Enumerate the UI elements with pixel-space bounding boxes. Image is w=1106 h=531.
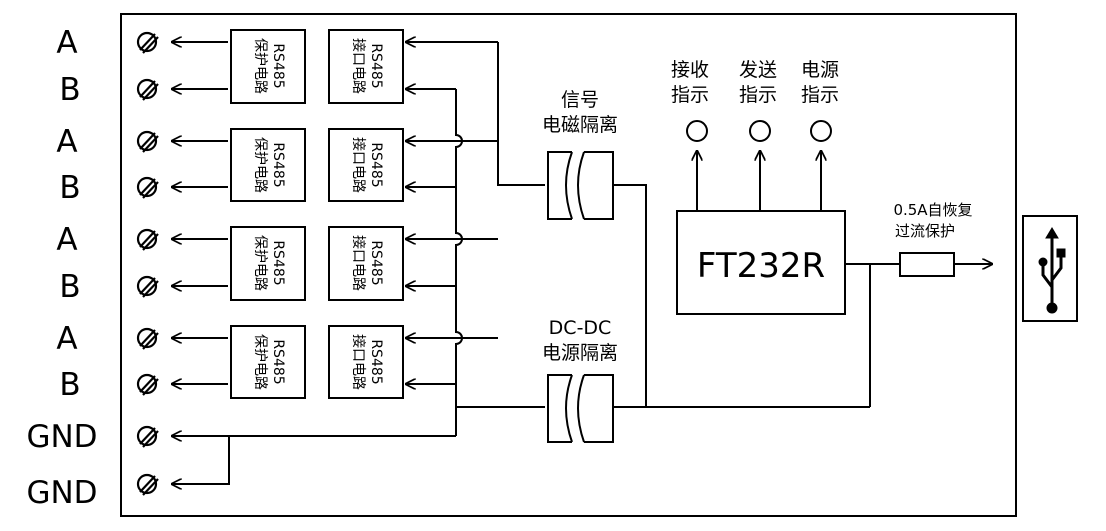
ft232r-chip [676,210,846,315]
interface-label-line1: RS485 [368,43,384,88]
enclosure-frame [120,13,1017,517]
interface-block-texts: RS485 接口电路 RS485 接口电路 RS485 接口电路 RS485 接… [350,38,384,390]
screw-terminal-icon [136,228,159,251]
right-side-wiring [613,184,992,408]
indicator-rx-label-line2: 指示 [671,84,709,106]
indicator-led-icon [749,120,771,142]
screw-terminal-icon [136,130,159,153]
terminal-label-a3: A [56,222,77,258]
protection-label-line1: RS485 [270,43,286,88]
signal-bus-wiring [406,42,545,436]
indicator-led-icon [686,120,708,142]
interface-label-line1: RS485 [368,240,384,285]
protection-label-line1: RS485 [270,240,286,285]
screw-terminal-icon [136,327,159,350]
indicator-power-label-line2: 指示 [801,84,839,106]
fuse-label-line2: 过流保护 [895,222,955,240]
terminal-label-a4: A [56,321,77,357]
power-isolation-label-line2: 电源隔离 [542,342,618,364]
power-isolation-symbol [547,374,614,443]
screw-terminal-icon [136,275,159,298]
interface-label-line2: 接口电路 [350,334,367,390]
protection-block [230,29,306,104]
protection-label-line2: 保护电路 [252,137,268,193]
protection-block [230,128,306,202]
interface-block [328,226,404,301]
protection-label-line1: RS485 [270,339,286,384]
protection-label-line1: RS485 [270,142,286,187]
signal-isolation-label-line2: 电磁隔离 [542,114,618,136]
indicator-rx-label-line1: 接收 [671,59,709,81]
interface-label-line2: 接口电路 [350,137,367,193]
terminal-label-b4: B [59,367,80,403]
interface-block [328,325,404,399]
screw-terminal-icon [136,31,159,54]
terminal-label-b2: B [59,170,80,206]
screw-terminals [136,31,159,496]
protection-blocks [230,29,306,399]
ft232r-chip-label: FT232R [697,246,825,286]
terminal-label-gnd1: GND [26,419,97,455]
signal-isolation-label-line1: 信号 [561,89,599,111]
protection-block [230,226,306,301]
protection-block [230,325,306,399]
protection-label-line2: 保护电路 [252,334,268,390]
interface-label-line2: 接口电路 [350,38,367,94]
screw-terminal-icon [136,473,159,496]
terminal-label-b3: B [59,269,80,305]
screw-terminal-icon [136,176,159,199]
interface-blocks [328,29,404,399]
interface-block [328,128,404,202]
terminal-arrows [172,42,456,484]
power-isolation-label-line1: DC-DC [549,317,612,339]
terminal-label-b1: B [59,72,80,108]
indicator-tx-label-line1: 发送 [739,59,777,81]
indicator-tx-label-line2: 指示 [739,84,777,106]
interface-label-line1: RS485 [368,339,384,384]
interface-block [328,29,404,104]
indicator-arrows [686,120,832,211]
screw-terminal-icon [136,425,159,448]
terminal-label-gnd2: GND [26,475,97,511]
usb-icon [1038,227,1066,314]
protection-block-texts: RS485 保护电路 RS485 保护电路 RS485 保护电路 RS485 保… [252,38,286,390]
fuse-symbol [899,252,955,277]
interface-label-line2: 接口电路 [350,235,367,291]
indicator-power-label-line1: 电源 [801,59,839,81]
signal-isolation-symbol [547,151,614,220]
indicator-led-icon [810,120,832,142]
protection-label-line2: 保护电路 [252,235,268,291]
screw-terminal-icon [136,373,159,396]
terminal-label-a2: A [56,124,77,160]
terminal-labels: A B A B A B A B GND GND [26,25,97,511]
interface-label-line1: RS485 [368,142,384,187]
protection-label-line2: 保护电路 [252,38,268,94]
terminal-label-a1: A [56,25,77,61]
fuse-label-line1: 0.5A自恢复 [893,201,972,219]
screw-terminal-icon [136,78,159,101]
